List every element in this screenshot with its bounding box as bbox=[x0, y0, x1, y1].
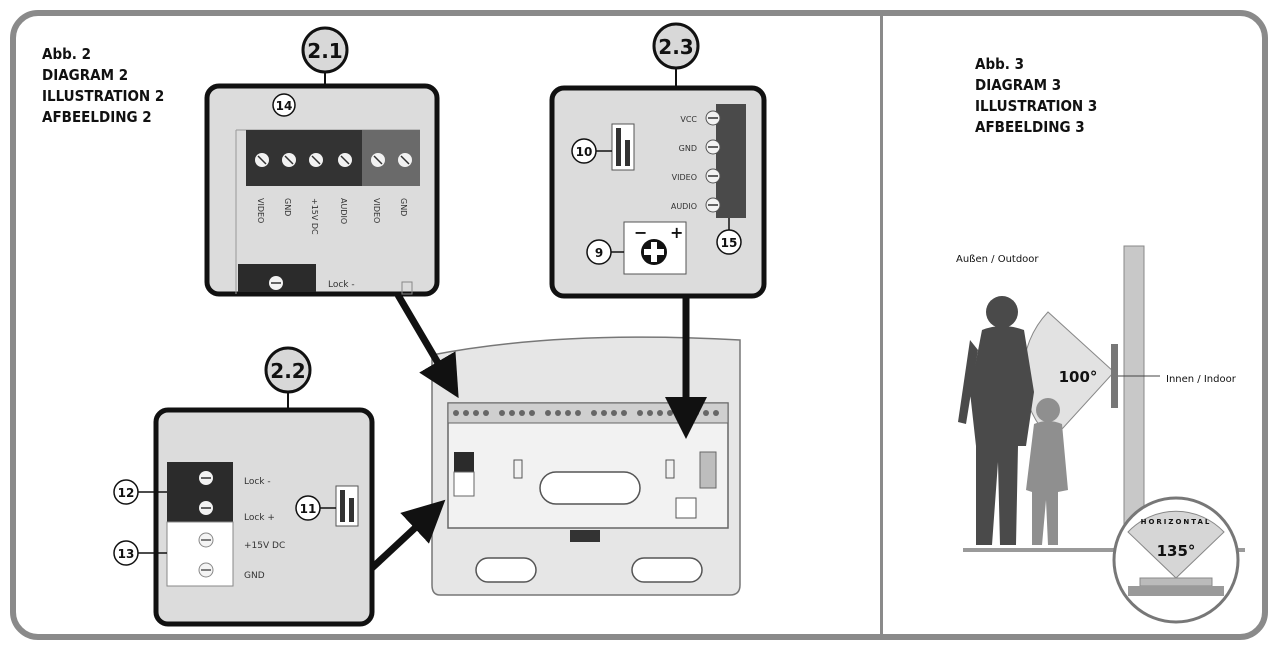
marker-14-label: 14 bbox=[276, 99, 293, 113]
terminal-label-gnd: GND bbox=[283, 198, 292, 216]
arrows bbox=[369, 293, 707, 571]
adult-silhouette bbox=[958, 296, 1034, 545]
terminal-label-video: VIDEO bbox=[672, 173, 697, 182]
marker-14 bbox=[272, 93, 296, 117]
marker-12 bbox=[113, 479, 139, 505]
terminal-label-vcc: VCC bbox=[680, 115, 697, 124]
terminal-label-lock-plus: Lock + bbox=[244, 513, 275, 523]
plus-sign: + bbox=[670, 223, 683, 242]
vertical-angle-label: 100° bbox=[1059, 368, 1098, 386]
power-terminal-block bbox=[166, 521, 234, 587]
marker-10 bbox=[571, 138, 597, 164]
figure2-heading-line: Abb. 2 bbox=[42, 45, 91, 63]
terminal-label-lock-minus: Lock - bbox=[244, 477, 271, 487]
door-station-side bbox=[1111, 344, 1118, 408]
callout-2-1 bbox=[301, 26, 349, 74]
figure-frame bbox=[10, 10, 1268, 640]
horizontal-label: HORIZONTAL bbox=[1141, 518, 1212, 526]
terminal-label-15v-dc: +15V DC bbox=[244, 541, 285, 551]
board-power-terminal bbox=[453, 471, 475, 497]
marker-11 bbox=[295, 495, 321, 521]
child-silhouette bbox=[1026, 398, 1068, 545]
board-audio-terminal bbox=[699, 451, 717, 489]
ground-line bbox=[963, 548, 1245, 552]
figure-divider bbox=[880, 16, 883, 640]
terminal-label-gnd: GND bbox=[244, 571, 265, 581]
terminal-label-video: VIDEO bbox=[372, 198, 381, 223]
dip-switch-11 bbox=[335, 485, 359, 527]
marker-9-label: 9 bbox=[595, 246, 603, 260]
outdoor-label: Außen / Outdoor bbox=[956, 254, 1039, 265]
lock-minus-label: Lock - bbox=[328, 280, 355, 290]
marker-13-label: 13 bbox=[118, 547, 135, 561]
callout-2-3-label: 2.3 bbox=[658, 35, 693, 59]
board-switch bbox=[665, 459, 675, 479]
minus-sign: − bbox=[634, 223, 647, 242]
horizontal-view-angle bbox=[1127, 510, 1225, 579]
figure2-heading-line: ILLUSTRATION 2 bbox=[42, 87, 165, 105]
marker-12-label: 12 bbox=[118, 486, 135, 500]
terminal-screws bbox=[255, 153, 412, 167]
board-potentiometer bbox=[675, 497, 697, 519]
panel-2-2: 2.2 Lock - Lock + +15V DC GND 12 13 11 bbox=[113, 346, 375, 627]
terminal-label-video: VIDEO bbox=[256, 198, 265, 223]
panel-2-1: 2.1 14 VIDEO GND +15V DC AUDIO VIDEO GND… bbox=[204, 26, 440, 297]
board-connector bbox=[570, 530, 600, 542]
door-station-board bbox=[431, 336, 741, 596]
mounting-hole bbox=[475, 557, 537, 583]
terminal-screws bbox=[705, 110, 721, 213]
terminal-label-gnd: GND bbox=[399, 198, 408, 216]
terminal-block-dark bbox=[716, 104, 746, 218]
terminal-label-audio: AUDIO bbox=[671, 202, 697, 211]
horizontal-angle-label: 135° bbox=[1157, 542, 1196, 560]
board-terminal-strip bbox=[447, 402, 729, 424]
callout-2-2 bbox=[264, 346, 312, 394]
board-camera-opening bbox=[539, 471, 641, 505]
marker-10-label: 10 bbox=[576, 145, 593, 159]
marker-9 bbox=[586, 239, 612, 265]
figure2-heading: Abb. 2 DIAGRAM 2 ILLUSTRATION 2 AFBEELDI… bbox=[42, 44, 164, 128]
figure3-heading: Abb. 3 DIAGRAM 3 ILLUSTRATION 3 AFBEELDI… bbox=[975, 54, 1097, 138]
dip-switch-10 bbox=[611, 123, 635, 171]
terminal-screws bbox=[198, 471, 214, 578]
lock-terminal-block bbox=[167, 462, 233, 522]
indoor-label: Innen / Indoor bbox=[1166, 374, 1237, 385]
figure2-heading-line: AFBEELDING 2 bbox=[42, 108, 152, 126]
panel-2-3: 2.3 VCC GND VIDEO AUDIO 10 − + 9 15 bbox=[549, 22, 767, 299]
figure3-heading-line: DIAGRAM 3 bbox=[975, 76, 1062, 94]
terminal-label-gnd: GND bbox=[679, 144, 697, 153]
marker-11-label: 11 bbox=[300, 502, 317, 516]
callout-2-3 bbox=[652, 22, 700, 70]
figure3-heading-line: ILLUSTRATION 3 bbox=[975, 97, 1098, 115]
marker-15 bbox=[716, 229, 742, 255]
terminal-label-15v-dc: +15V DC bbox=[310, 198, 319, 235]
mounting-hole bbox=[631, 557, 703, 583]
marker-13 bbox=[113, 540, 139, 566]
wall-post bbox=[1123, 245, 1145, 551]
marker-15-label: 15 bbox=[721, 236, 738, 250]
figure-3-illustration: 100° Innen / Indoor Außen / Outdoor HORI… bbox=[956, 245, 1245, 624]
board-switch bbox=[513, 459, 523, 479]
figure3-heading-line: AFBEELDING 3 bbox=[975, 118, 1085, 136]
figure3-heading-line: Abb. 3 bbox=[975, 55, 1024, 73]
callout-2-1-label: 2.1 bbox=[307, 39, 342, 63]
figure2-heading-line: DIAGRAM 2 bbox=[42, 66, 129, 84]
terminal-label-audio: AUDIO bbox=[339, 198, 348, 224]
arrow-21-to-board bbox=[394, 293, 459, 399]
arrow-22-to-board bbox=[369, 499, 446, 571]
callout-2-2-label: 2.2 bbox=[270, 359, 305, 383]
